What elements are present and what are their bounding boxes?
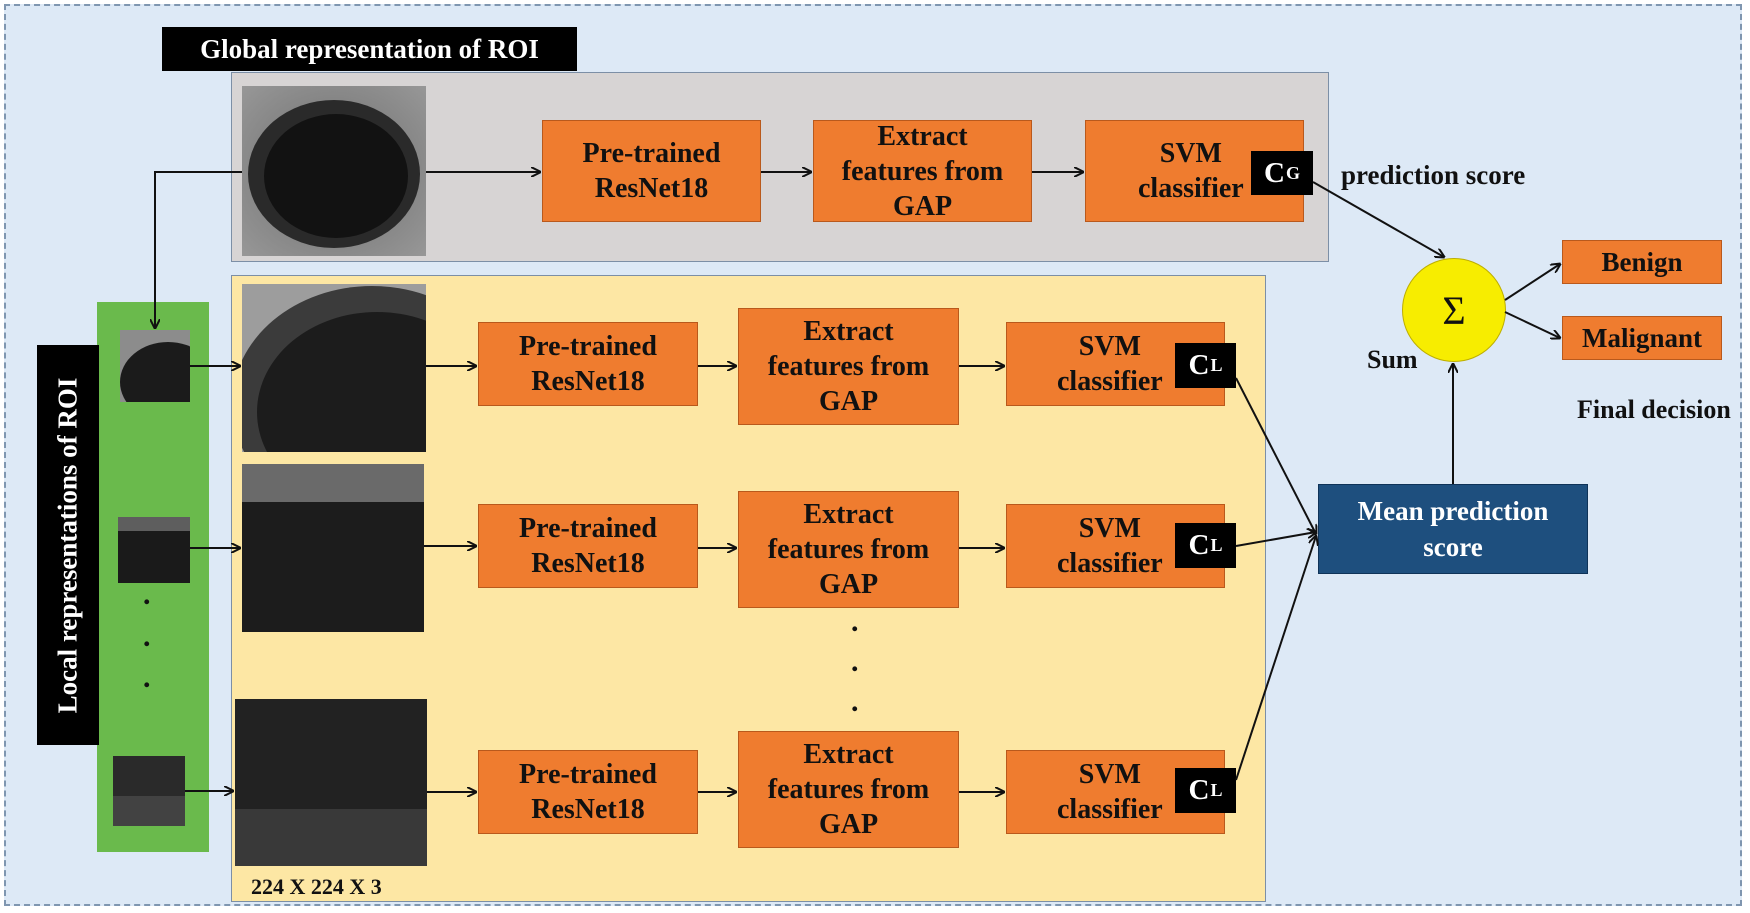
local-resnet-box-n: Pre-trained ResNet18 bbox=[478, 750, 698, 834]
sum-label: Sum bbox=[1367, 345, 1418, 374]
malignant-box: Malignant bbox=[1562, 316, 1722, 360]
strip-dot-2: . bbox=[143, 620, 151, 653]
global-roi-image bbox=[242, 86, 426, 256]
local-gap-box-2: Extract features from GAP bbox=[738, 491, 959, 608]
local-image-n bbox=[235, 699, 427, 866]
input-dims-label: 224 X 224 X 3 bbox=[251, 874, 382, 899]
local-gap-box-n: Extract features from GAP bbox=[738, 731, 959, 848]
local-resnet-box-1: Pre-trained ResNet18 bbox=[478, 322, 698, 406]
local-image-1 bbox=[242, 284, 426, 452]
global-gap-box: Extract features from GAP bbox=[813, 120, 1032, 222]
local-patch-2 bbox=[118, 517, 190, 583]
mean-prediction-box: Mean prediction score bbox=[1318, 484, 1588, 574]
global-svm-box: SVM classifier bbox=[1085, 120, 1304, 222]
local-patch-1 bbox=[120, 330, 190, 402]
global-title: Global representation of ROI bbox=[162, 27, 577, 71]
prediction-score-label: prediction score bbox=[1341, 160, 1526, 190]
final-decision-label: Final decision bbox=[1577, 395, 1731, 424]
row-dot-3: . bbox=[851, 685, 859, 718]
sum-circle: Σ bbox=[1402, 258, 1506, 362]
strip-dot-1: . bbox=[143, 578, 151, 611]
row-dot-1: . bbox=[851, 605, 859, 638]
global-resnet-box: Pre-trained ResNet18 bbox=[542, 120, 761, 222]
row-dot-2: . bbox=[851, 645, 859, 678]
local-patch-n bbox=[113, 756, 185, 826]
local-resnet-box-2: Pre-trained ResNet18 bbox=[478, 504, 698, 588]
strip-dot-3: . bbox=[143, 661, 151, 694]
benign-box: Benign bbox=[1562, 240, 1722, 284]
local-image-2 bbox=[242, 464, 424, 632]
local-title: Local representations of ROI bbox=[37, 345, 99, 745]
local-gap-box-1: Extract features from GAP bbox=[738, 308, 959, 425]
